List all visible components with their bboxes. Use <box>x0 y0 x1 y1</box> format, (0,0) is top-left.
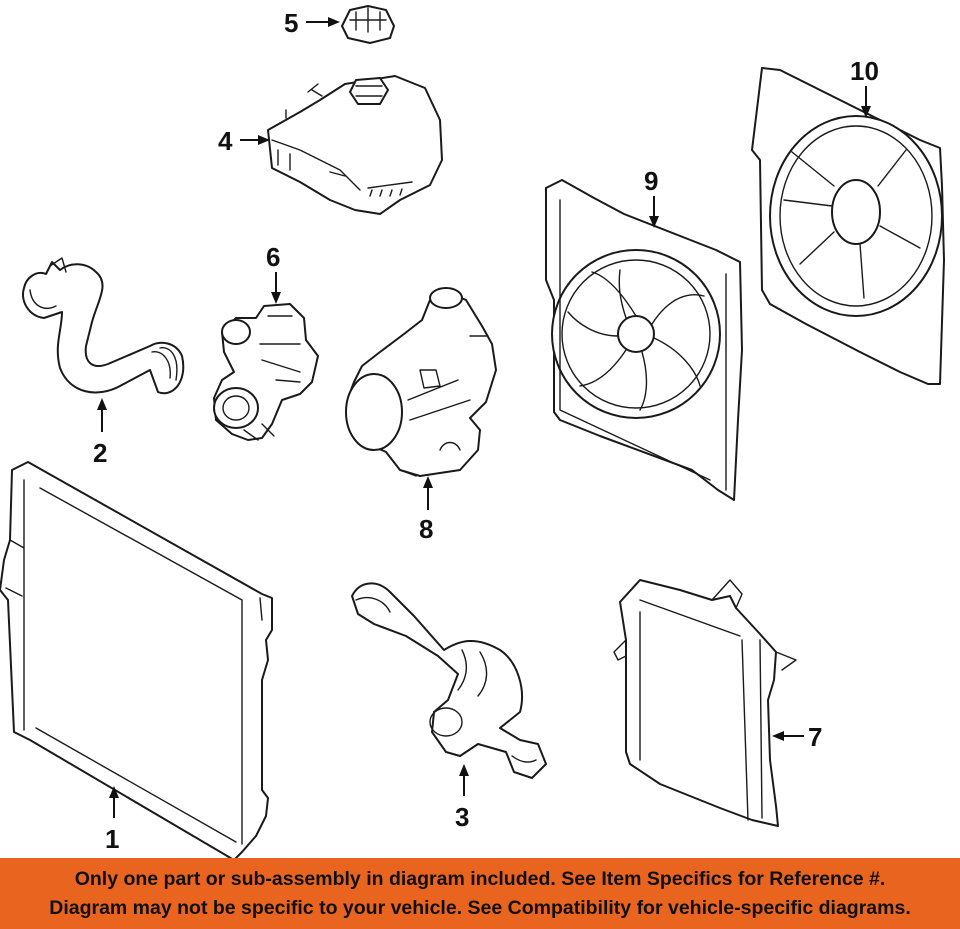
callout-9: 9 <box>644 166 659 228</box>
callout-4: 4 <box>218 126 270 156</box>
disclaimer-line-1: Only one part or sub-assembly in diagram… <box>74 867 886 890</box>
part-5-reservoir-cap <box>341 5 395 44</box>
callout-2: 2 <box>93 398 107 468</box>
callout-10: 10 <box>850 56 879 118</box>
callout-1: 1 <box>105 786 119 854</box>
part-4-coolant-reservoir <box>267 75 443 215</box>
part-2-upper-hose <box>22 257 185 395</box>
svg-text:3: 3 <box>455 802 469 832</box>
part-7-auxiliary-radiator <box>613 579 797 827</box>
part-1-radiator <box>0 461 273 858</box>
callout-8: 8 <box>419 476 433 544</box>
svg-text:5: 5 <box>284 8 298 38</box>
callout-7: 7 <box>772 722 822 752</box>
svg-text:10: 10 <box>850 56 879 86</box>
part-3-lower-hose <box>351 582 547 779</box>
svg-text:4: 4 <box>218 126 233 156</box>
callout-5: 5 <box>284 8 340 38</box>
part-8-water-pump <box>345 287 497 477</box>
disclaimer-banner: Only one part or sub-assembly in diagram… <box>0 858 960 929</box>
svg-text:2: 2 <box>93 438 107 468</box>
svg-text:7: 7 <box>808 722 822 752</box>
disclaimer-line-2: Diagram may not be specific to your vehi… <box>49 896 911 919</box>
part-6-thermostat <box>213 303 319 441</box>
svg-text:9: 9 <box>644 166 658 196</box>
parts-diagram: 5 4 6 2 8 9 10 1 3 <box>0 5 945 858</box>
callout-6: 6 <box>266 242 281 304</box>
part-9-fan-assembly <box>545 179 743 501</box>
part-10-fan-shroud <box>751 67 945 385</box>
callout-3: 3 <box>455 764 469 832</box>
svg-text:1: 1 <box>105 824 119 854</box>
svg-text:6: 6 <box>266 242 280 272</box>
svg-text:8: 8 <box>419 514 433 544</box>
